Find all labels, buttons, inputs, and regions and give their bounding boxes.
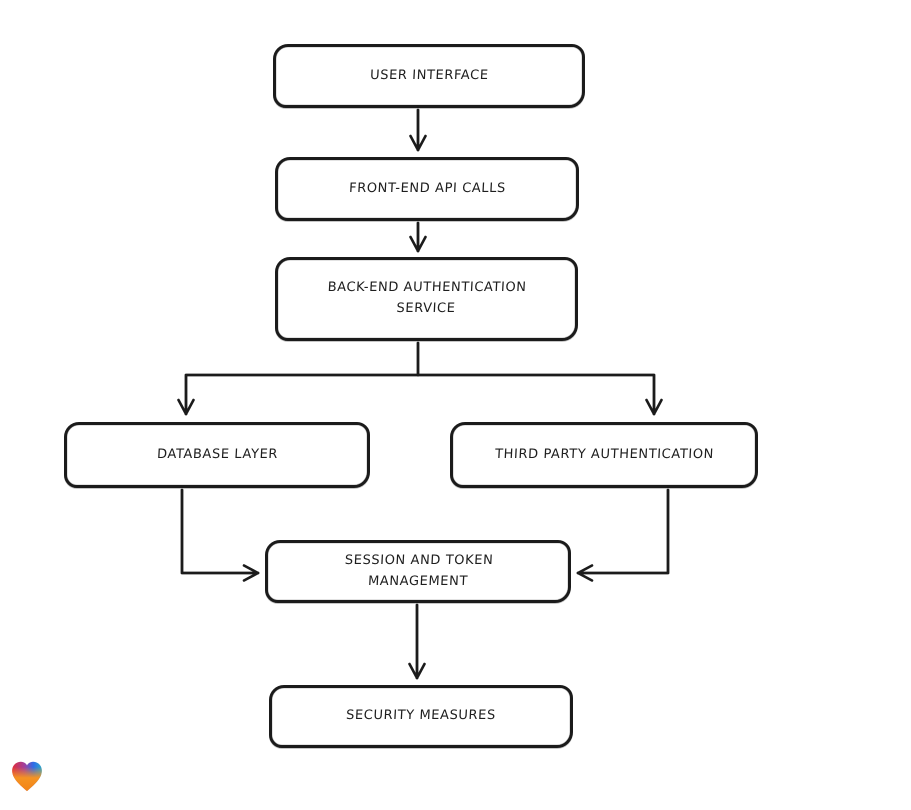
node-back-end-auth-service: BACK-END AUTHENTICATION SERVICE: [275, 257, 578, 341]
node-label: FRONT-END API CALLS: [348, 180, 506, 196]
node-user-interface: USER INTERFACE: [273, 44, 585, 108]
node-label: BACK-END AUTHENTICATION SERVICE: [327, 280, 527, 316]
connector-database-to-session: [180, 488, 260, 582]
node-label: DATABASE LAYER: [156, 446, 278, 462]
connector-thirdparty-to-session: [576, 488, 670, 582]
node-session-token-management: SESSION AND TOKEN MANAGEMENT: [265, 540, 571, 603]
connector-backend-to-thirdparty: [416, 373, 663, 416]
node-label: SECURITY MEASURES: [345, 708, 497, 724]
node-label: SESSION AND TOKEN MANAGEMENT: [343, 552, 494, 589]
node-security-measures: SECURITY MEASURES: [269, 685, 573, 748]
node-label: USER INTERFACE: [369, 67, 489, 83]
node-database-layer: DATABASE LAYER: [64, 422, 370, 488]
node-label: THIRD PARTY AUTHENTICATION: [494, 446, 714, 462]
connector-backend-to-database: [177, 373, 420, 416]
node-third-party-auth: THIRD PARTY AUTHENTICATION: [450, 422, 758, 488]
gradient-heart-icon[interactable]: [8, 757, 46, 795]
node-front-end-api-calls: FRONT-END API CALLS: [275, 157, 579, 221]
